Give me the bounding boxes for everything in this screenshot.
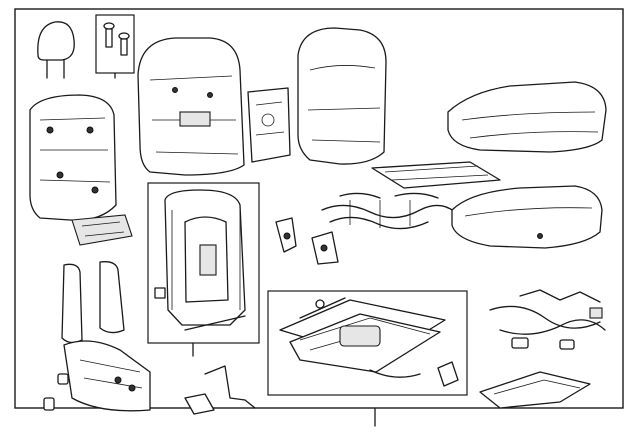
adjuster-cable bbox=[184, 365, 256, 415]
adjuster-track bbox=[479, 371, 591, 409]
cushion-springs bbox=[321, 192, 456, 230]
cushion-pad bbox=[451, 185, 603, 249]
diagram-border bbox=[14, 8, 624, 409]
back-panel bbox=[247, 87, 291, 163]
seat-adjuster-assembly bbox=[267, 290, 468, 396]
back-frame bbox=[147, 182, 260, 357]
side-shields bbox=[43, 261, 151, 412]
cushion-heater bbox=[371, 161, 501, 189]
seat-back-trim bbox=[29, 94, 117, 221]
seat-back-cover bbox=[137, 37, 245, 176]
headrest-guides bbox=[95, 14, 135, 79]
recliner-bracket bbox=[275, 217, 339, 265]
switches bbox=[71, 214, 133, 246]
wiring-harness bbox=[489, 289, 606, 350]
back-pad bbox=[297, 27, 387, 165]
seat-cushion-cover bbox=[447, 81, 607, 153]
headrest bbox=[37, 21, 75, 79]
